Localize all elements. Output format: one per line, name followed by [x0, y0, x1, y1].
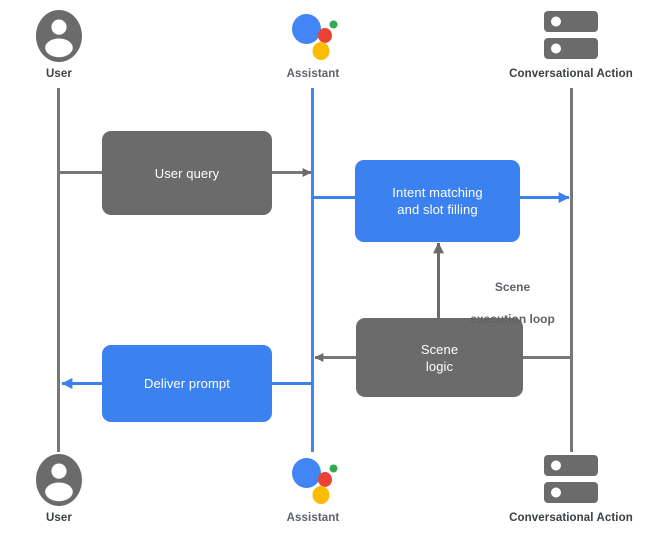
- node-scene-logic-line2: logic: [425, 358, 454, 374]
- node-user-query[interactable]: User query: [102, 131, 272, 215]
- node-intent-matching-line1: Intent matching: [392, 185, 483, 200]
- annotation-scene-execution-loop-line2: execution loop: [470, 312, 555, 326]
- node-intent-matching[interactable]: Intent matching and slot filling: [355, 160, 520, 242]
- node-scene-logic[interactable]: Scene logic: [356, 318, 523, 397]
- node-user-query-label: User query: [154, 165, 220, 181]
- annotation-scene-execution-loop-line1: Scene: [494, 280, 531, 294]
- node-intent-matching-line2: and slot filling: [397, 202, 478, 217]
- node-deliver-prompt[interactable]: Deliver prompt: [102, 345, 272, 422]
- node-scene-logic-line1: Scene: [420, 341, 459, 357]
- node-scene-logic-label: Scene logic: [421, 341, 458, 375]
- node-deliver-prompt-label: Deliver prompt: [144, 376, 230, 391]
- annotation-scene-execution-loop: Scene execution loop: [455, 263, 570, 327]
- node-intent-matching-label: Intent matching and slot filling: [392, 184, 482, 218]
